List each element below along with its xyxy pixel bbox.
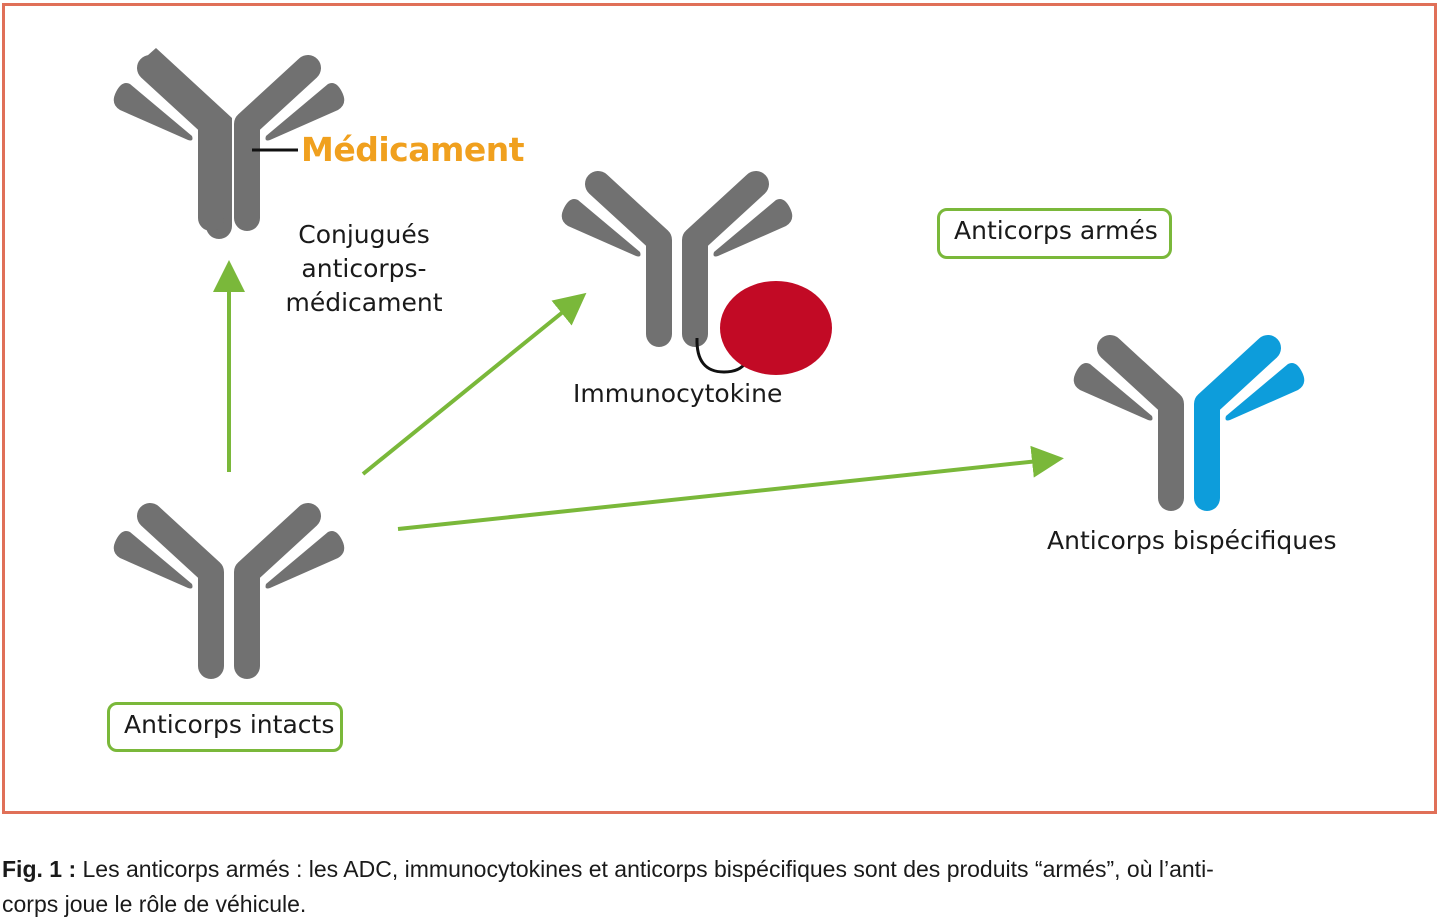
intact-antibody-icon — [114, 516, 345, 666]
immunocytokine-label: Immunocytokine — [573, 379, 783, 408]
armed-antibodies-box: Anticorps armés — [937, 208, 1172, 259]
arrow-to-bispecific — [397, 445, 1064, 531]
intact-antibodies-box: Anticorps intacts — [107, 702, 343, 752]
cytokine-linker-line — [695, 337, 748, 374]
cytokine-icon — [720, 281, 832, 375]
adc-label-line3: médicament — [285, 288, 443, 317]
adc-label-line1: Conjugués — [298, 220, 430, 249]
adc-label: Conjugués anticorps- médicament — [280, 218, 448, 320]
figure-caption: Fig. 1 : Les anticorps armés : les ADC, … — [2, 852, 1440, 922]
caption-label: Fig. 1 : — [2, 856, 77, 882]
bispecific-antibody-icon — [1074, 348, 1305, 498]
figure-frame — [2, 3, 1437, 814]
caption-text-line2: corps joue le rôle de véhicule. — [2, 891, 307, 917]
bispecific-label: Anticorps bispécifiques — [1047, 526, 1337, 555]
medicament-label: Médicament — [301, 130, 525, 169]
arrow-to-immunocytokine — [361, 292, 587, 476]
caption-text-line1: Les anticorps armés : les ADC, immunocyt… — [76, 856, 1214, 882]
adc-label-line2: anticorps- — [301, 254, 427, 283]
